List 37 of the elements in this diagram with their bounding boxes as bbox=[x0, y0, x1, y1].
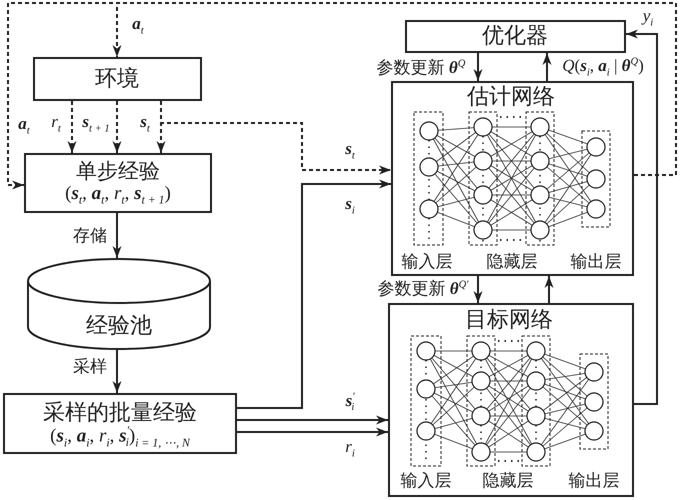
formula-text: (s$_{t}$, a$_{t}$, r$_{t}$, s$_{t + 1}$) bbox=[65, 182, 171, 208]
edge-label: 采样 bbox=[72, 357, 108, 377]
process-box bbox=[3, 393, 237, 454]
arrow bbox=[112, 213, 122, 258]
arrow bbox=[237, 428, 388, 436]
arrow bbox=[112, 350, 122, 393]
arrow bbox=[626, 30, 658, 405]
layer-label: 输出层 bbox=[568, 471, 620, 491]
dashed-arrow bbox=[112, 101, 122, 153]
node-label: 环境 bbox=[95, 65, 139, 91]
node-label: 单步经验 bbox=[76, 158, 160, 184]
formula-text: (s$_{i}$, a$_{i}$, r$_{i}$, s$^{′}$$_{i}$)$_{i = 1, ⋯, N}$ bbox=[50, 424, 190, 450]
process-box bbox=[405, 20, 626, 53]
layer-label: 隐藏层 bbox=[486, 252, 538, 272]
database-cylinder bbox=[27, 258, 211, 350]
node-label: 优化器 bbox=[482, 22, 548, 48]
arrow bbox=[544, 276, 554, 303]
edge-label: 参数更新 θ$^{Q}$ bbox=[376, 58, 466, 78]
node-label: 经验池 bbox=[86, 312, 152, 338]
layer-label: 输入层 bbox=[402, 252, 452, 272]
node-title: 目标网络 bbox=[465, 306, 553, 332]
node-label: 采样的批量经验 bbox=[43, 399, 197, 425]
arrow bbox=[237, 416, 388, 424]
arrow bbox=[474, 276, 482, 303]
layer-label: 隐藏层 bbox=[482, 471, 534, 491]
edge-label: 存储 bbox=[72, 226, 108, 246]
arrow bbox=[237, 180, 391, 409]
layer-label: 输出层 bbox=[570, 252, 622, 272]
edge-label: 参数更新 θ$^{Q′}$ bbox=[376, 279, 470, 299]
arrow bbox=[542, 53, 552, 81]
arrow bbox=[474, 53, 482, 81]
dashed-arrow bbox=[160, 101, 391, 174]
layer-label: 输入层 bbox=[400, 471, 452, 491]
node-title: 估计网络 bbox=[467, 83, 555, 109]
dashed-arrow bbox=[68, 101, 76, 153]
process-box bbox=[33, 57, 202, 101]
process-box bbox=[24, 153, 212, 213]
